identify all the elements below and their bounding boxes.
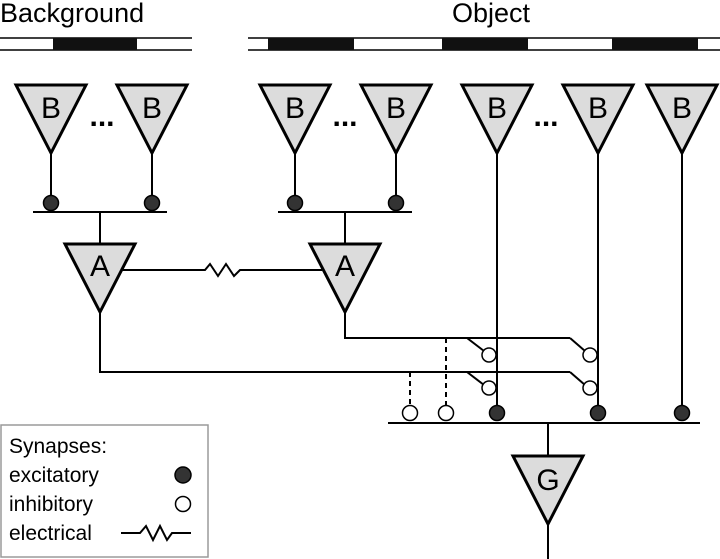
svg-text:A: A — [335, 250, 355, 283]
bipolar-cell: B — [114, 83, 190, 157]
legend-inhibitory-label: inhibitory — [9, 493, 94, 516]
background-label: Background — [0, 0, 144, 28]
bipolar-cell: B — [13, 83, 89, 157]
excitatory-synapse — [589, 404, 607, 422]
inhibitory-synapse — [437, 404, 455, 422]
ellipsis-label: ... — [332, 100, 357, 133]
bipolar-cell: B — [644, 83, 720, 157]
legend-excitatory-symbol — [174, 466, 192, 484]
bipolar-cell: B — [257, 83, 333, 157]
bipolar-axons — [50, 153, 683, 412]
excitatory-synapse — [42, 194, 60, 212]
svg-text:B: B — [142, 92, 162, 125]
svg-text:B: B — [588, 92, 608, 125]
excitatory-synapse — [387, 194, 405, 212]
legend-electrical-symbol — [121, 523, 191, 543]
legend-inhibitory-symbol — [174, 495, 192, 513]
amacrine-cell: A — [307, 242, 383, 316]
inhibitory-synapse — [401, 404, 419, 422]
svg-text:B: B — [386, 92, 406, 125]
excitatory-synapse — [673, 404, 691, 422]
excitatory-synapse — [143, 194, 161, 212]
ellipsis-label: ... — [533, 100, 558, 133]
synapse-legend: Synapses: excitatory inhibitory electric… — [0, 424, 209, 558]
bipolar-cell: B — [560, 83, 636, 157]
ganglion-cell: G — [510, 454, 586, 528]
svg-text:B: B — [487, 92, 507, 125]
inhibitory-synapse — [481, 380, 497, 396]
svg-text:B: B — [672, 92, 692, 125]
legend-electrical-label: electrical — [9, 522, 92, 545]
svg-text:B: B — [285, 92, 305, 125]
background-stimulus-bar — [0, 37, 192, 51]
legend-title: Synapses: — [9, 435, 107, 458]
object-label: Object — [452, 0, 531, 28]
bipolar-cell: B — [459, 83, 535, 157]
inhibitory-synapse — [582, 380, 598, 396]
amacrine-output-wires — [99, 312, 586, 406]
excitatory-synapse — [488, 404, 506, 422]
ellipsis-label: ... — [89, 100, 114, 133]
bipolar-cell: B — [358, 83, 434, 157]
svg-text:G: G — [536, 464, 559, 497]
inhibitory-synapse — [481, 347, 497, 363]
inhibitory-synapse — [582, 347, 598, 363]
amacrine-cell: A — [62, 242, 138, 316]
excitatory-synapse — [286, 194, 304, 212]
object-stimulus-bar — [248, 37, 720, 51]
electrical-synapse — [122, 262, 322, 278]
svg-text:B: B — [41, 92, 61, 125]
svg-text:A: A — [90, 250, 110, 283]
legend-excitatory-label: excitatory — [9, 464, 99, 487]
